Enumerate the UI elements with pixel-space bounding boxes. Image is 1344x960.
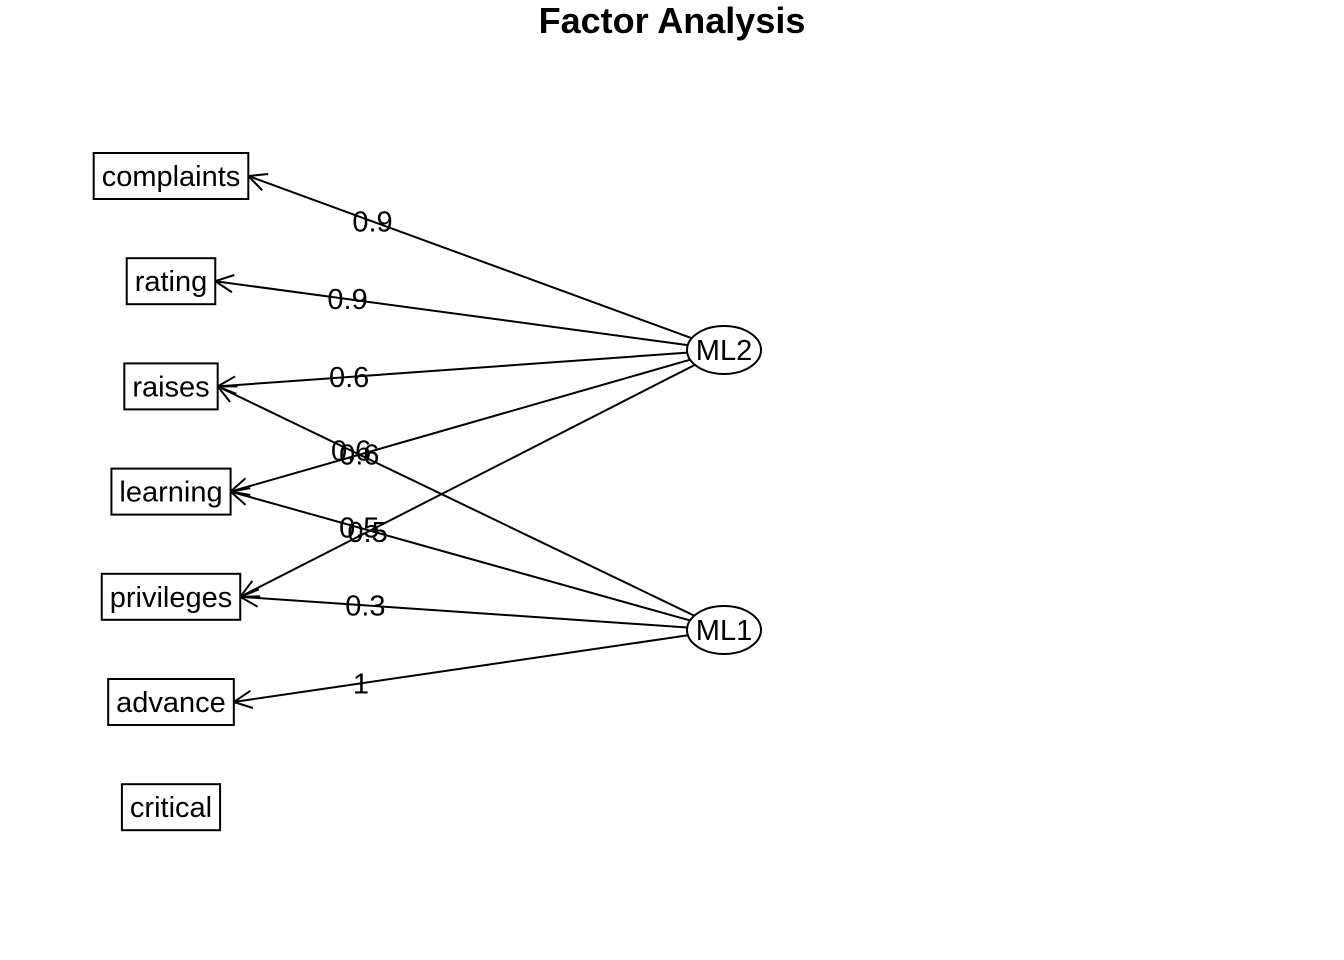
- variable-node-rating: rating: [125, 257, 217, 306]
- loading-edge-ml1-advance: [231, 634, 689, 709]
- diagram-title: Factor Analysis: [539, 0, 806, 41]
- edge-line: [233, 634, 689, 703]
- loading-label: 0.6: [329, 362, 369, 394]
- variable-box: [110, 467, 232, 516]
- factor-ellipse: [686, 605, 762, 655]
- edge-line: [240, 595, 688, 629]
- variable-node-complaints: complaints: [92, 152, 250, 200]
- edge-line: [230, 490, 691, 622]
- loading-label: 0.9: [327, 284, 367, 316]
- loading-label: 1: [353, 668, 369, 700]
- factor-node-ml1: ML1: [686, 605, 762, 655]
- variable-box: [92, 152, 250, 200]
- edge-line: [230, 358, 691, 493]
- nodes-layer: complaints rating raises learning privileges…: [92, 152, 762, 832]
- loading-edge-ml2-complaints: [246, 173, 693, 340]
- variable-label: critical: [130, 792, 212, 824]
- loading-label: 0.6: [331, 436, 371, 468]
- loading-label: 0.6: [339, 440, 379, 472]
- loading-label: 0.3: [345, 590, 385, 622]
- edge-line: [215, 280, 688, 347]
- variable-node-learning: learning: [110, 467, 232, 516]
- variable-label: rating: [135, 266, 208, 298]
- variable-box: [100, 572, 242, 621]
- variable-node-critical: critical: [120, 783, 222, 832]
- variable-node-raises: raises: [123, 362, 219, 411]
- edge-line: [217, 351, 688, 388]
- edges-layer: [212, 173, 696, 709]
- edge-line: [217, 385, 695, 617]
- edge-line: [239, 363, 696, 598]
- loading-edge-ml2-raises: [215, 351, 688, 395]
- loading-label: 0.5: [347, 517, 387, 549]
- loading-label: 0.9: [352, 206, 392, 238]
- variable-node-privileges: privileges: [100, 572, 242, 621]
- factor-node-ml2: ML2: [686, 325, 762, 375]
- loading-edge-ml2-privileges: [238, 363, 696, 598]
- factor-ellipse: [686, 325, 762, 375]
- loading-edge-ml1-raises: [215, 385, 695, 617]
- variable-box: [123, 362, 219, 411]
- edge-line: [247, 175, 693, 340]
- edge-labels-layer: 0.90.90.60.60.50.60.50.31: [327, 206, 392, 700]
- factor-label: ML2: [696, 335, 752, 367]
- variable-box: [107, 678, 235, 726]
- variable-label: learning: [119, 477, 222, 509]
- variable-node-advance: advance: [107, 678, 235, 726]
- loading-label: 0.5: [339, 513, 379, 545]
- variable-label: raises: [132, 371, 209, 403]
- variable-box: [120, 783, 222, 832]
- variable-box: [125, 257, 217, 306]
- variable-label: advance: [116, 687, 226, 719]
- loading-edge-ml1-privileges: [237, 588, 688, 629]
- factor-label: ML1: [696, 615, 752, 647]
- variable-label: complaints: [102, 161, 241, 193]
- variable-label: privileges: [110, 582, 233, 614]
